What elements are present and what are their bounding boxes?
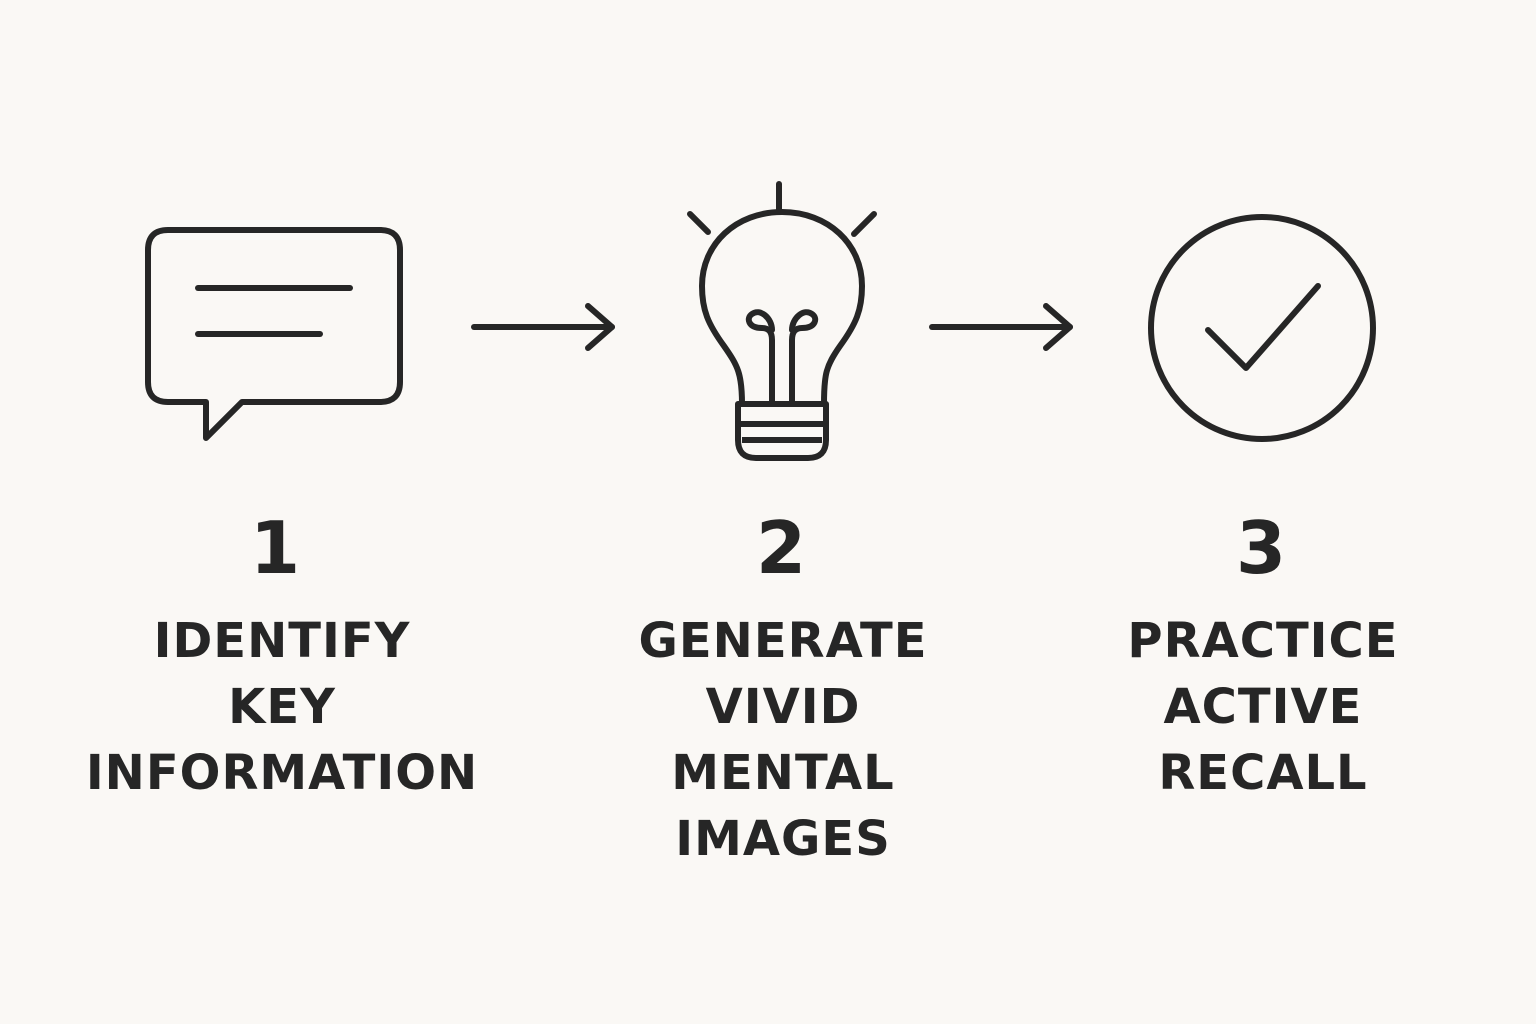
step-label-line: PRACTICE bbox=[1127, 613, 1399, 669]
arrow-right-icon bbox=[470, 302, 620, 352]
step-number: 3 bbox=[1235, 506, 1287, 590]
speech-bubble-icon bbox=[145, 227, 406, 448]
step-label-line: ACTIVE bbox=[1163, 679, 1363, 735]
step-label-line: GENERATE bbox=[638, 613, 928, 669]
step-label: GENERATE VIVID MENTAL IMAGES bbox=[573, 608, 993, 872]
step-number: 2 bbox=[755, 506, 807, 590]
step-label-line: KEY bbox=[228, 679, 336, 735]
step-label-line: IMAGES bbox=[675, 811, 891, 867]
step-label-line: MENTAL bbox=[671, 745, 895, 801]
step-label: PRACTICE ACTIVE RECALL bbox=[1053, 608, 1473, 806]
check-circle-icon bbox=[1146, 212, 1378, 444]
step-label-line: RECALL bbox=[1158, 745, 1368, 801]
step-label-line: VIVID bbox=[705, 679, 861, 735]
arrow-right-icon bbox=[928, 302, 1078, 352]
step-label: IDENTIFY KEY INFORMATION bbox=[72, 608, 492, 806]
step-label-line: IDENTIFY bbox=[153, 613, 411, 669]
lightbulb-icon bbox=[680, 178, 890, 468]
step-label-line: INFORMATION bbox=[85, 745, 479, 801]
step-number: 1 bbox=[249, 506, 301, 590]
